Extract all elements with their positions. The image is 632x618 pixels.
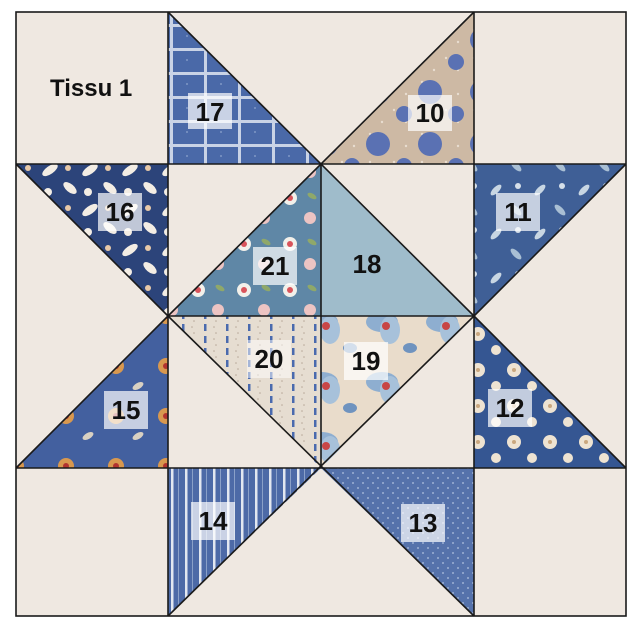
label-text-21: 21 bbox=[261, 251, 290, 281]
label-12: 12 bbox=[488, 389, 532, 427]
label-text-18: 18 bbox=[353, 249, 382, 279]
label-16: 16 bbox=[98, 193, 142, 231]
label-14: 14 bbox=[191, 502, 235, 540]
label-15: 15 bbox=[104, 391, 148, 429]
label-21: 21 bbox=[253, 247, 297, 285]
label-text-15: 15 bbox=[112, 395, 141, 425]
label-text-10: 10 bbox=[416, 98, 445, 128]
label-10: 10 bbox=[408, 95, 452, 131]
label-11: 11 bbox=[496, 193, 540, 231]
label-17: 17 bbox=[188, 93, 232, 129]
label-text-13: 13 bbox=[409, 508, 438, 538]
label-13: 13 bbox=[401, 504, 445, 542]
label-text-17: 17 bbox=[196, 97, 225, 127]
label-18: 18 bbox=[353, 249, 382, 279]
label-text-12: 12 bbox=[496, 393, 525, 423]
label-text-19: 19 bbox=[352, 346, 381, 376]
label-text-16: 16 bbox=[106, 197, 135, 227]
label-20: 20 bbox=[247, 340, 291, 378]
label-19: 19 bbox=[344, 342, 388, 380]
label-text-20: 20 bbox=[255, 344, 284, 374]
label-text-11: 11 bbox=[504, 197, 532, 227]
fabric-title-label: Tissu 1 bbox=[50, 75, 132, 102]
label-text-14: 14 bbox=[199, 506, 228, 536]
